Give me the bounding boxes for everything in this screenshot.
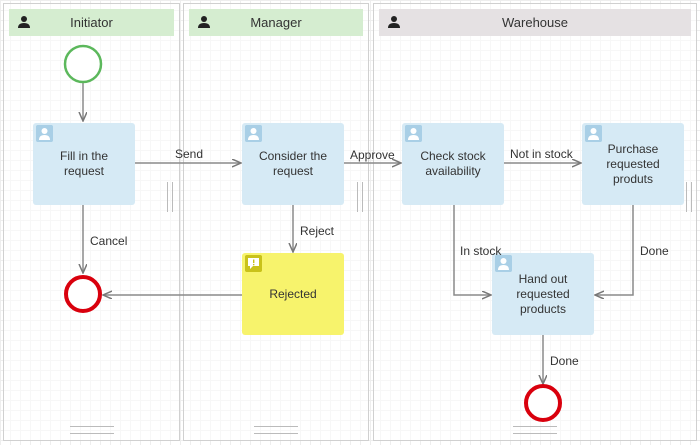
flow-in-stock — [453, 205, 490, 295]
person-icon — [18, 16, 30, 28]
user-task-icon — [495, 255, 512, 272]
flow-label-in-stock: In stock — [460, 244, 502, 258]
user-task-icon — [36, 125, 53, 142]
flow-label-send: Send — [175, 147, 204, 161]
lane-warehouse[interactable]: Warehouse — [373, 3, 697, 441]
task-fill-request[interactable]: Fill in the request — [33, 123, 135, 205]
task-hand-out[interactable]: Hand out requested products — [492, 253, 594, 335]
end-event-warehouse — [524, 384, 562, 422]
flow-label-done-handout: Done — [550, 354, 579, 368]
task-label: Check stock availability — [420, 149, 486, 178]
task-label: Purchase requested produts — [606, 141, 660, 186]
lane-width-handle[interactable] — [167, 182, 173, 212]
flow-label-done-purchase: Done — [640, 244, 669, 258]
task-label: Hand out requested products — [516, 271, 570, 316]
lane-title: Initiator — [70, 15, 113, 30]
task-label: Fill in the request — [59, 149, 109, 178]
flow-label-reject: Reject — [300, 224, 335, 238]
lane-resize-handle[interactable] — [513, 426, 557, 434]
task-label: Rejected — [269, 286, 317, 301]
lane-title: Manager — [250, 15, 302, 30]
lane-width-handle[interactable] — [686, 182, 692, 212]
task-purchase[interactable]: Purchase requested produts — [582, 123, 684, 205]
task-label: Consider the request — [258, 149, 328, 178]
person-icon — [198, 16, 210, 28]
lane-manager[interactable]: Manager — [183, 3, 369, 441]
lane-title: Warehouse — [502, 15, 568, 30]
lane-resize-handle[interactable] — [254, 426, 298, 434]
flow-done-purchase — [596, 205, 634, 295]
flow-label-approve: Approve — [350, 148, 395, 162]
task-consider-request[interactable]: Consider the request — [242, 123, 344, 205]
start-event — [63, 44, 103, 84]
lane-resize-handle[interactable] — [69, 426, 114, 434]
user-task-icon — [405, 125, 422, 142]
task-rejected[interactable]: Rejected — [242, 253, 344, 335]
user-task-icon — [585, 125, 602, 142]
lane-header-warehouse: Warehouse — [379, 9, 691, 36]
lane-header-initiator: Initiator — [9, 9, 174, 36]
user-task-icon — [245, 125, 262, 142]
person-icon — [388, 16, 400, 28]
task-check-stock[interactable]: Check stock availability — [402, 123, 504, 205]
flow-label-not-in-stock: Not in stock — [510, 147, 573, 161]
end-event-initiator — [64, 275, 102, 313]
flow-label-cancel: Cancel — [90, 234, 128, 248]
message-alert-icon — [245, 255, 262, 272]
lane-header-manager: Manager — [189, 9, 363, 36]
lane-width-handle[interactable] — [357, 182, 363, 212]
